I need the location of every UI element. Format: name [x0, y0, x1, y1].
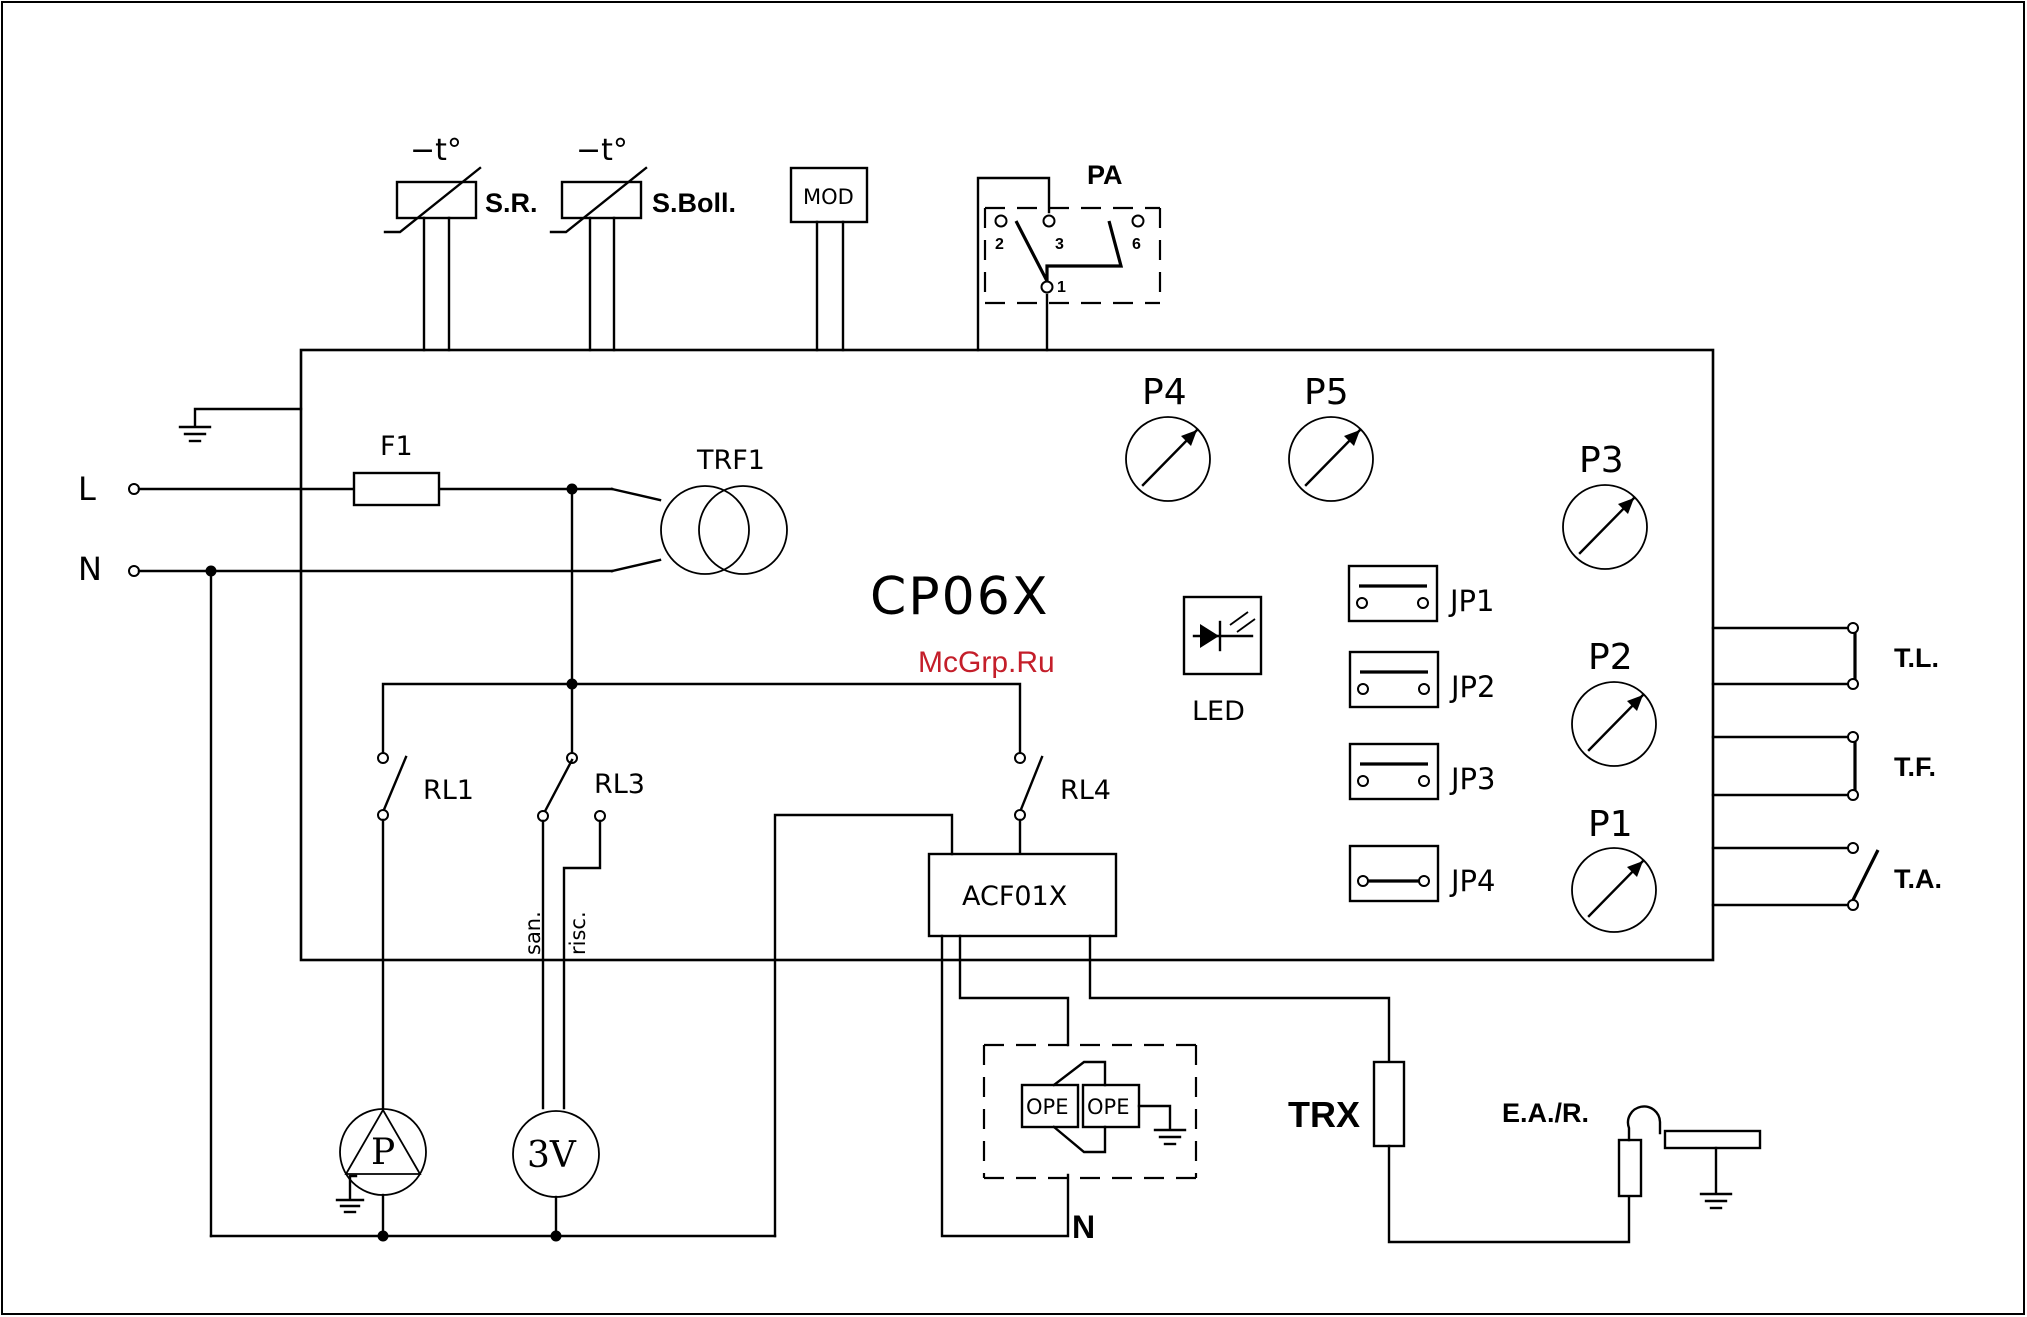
pa-terminal-6-label: 6 [1132, 236, 1141, 253]
mains-line-label: L [78, 470, 96, 508]
mains-neutral-label: N [78, 550, 102, 588]
p2-label: P2 [1588, 637, 1633, 678]
trx-symbol [1374, 1062, 1629, 1242]
sboll-sensor-symbol [551, 168, 646, 350]
sr-temp-label: −t° [410, 133, 462, 168]
sboll-temp-label: −t° [576, 133, 628, 168]
p3-label: P3 [1579, 440, 1624, 481]
jp2-label: JP2 [1449, 670, 1496, 704]
modulator-label: MOD [803, 185, 854, 209]
jp1-label: JP1 [1448, 584, 1495, 618]
electrode-label: E.A./R. [1502, 1098, 1589, 1128]
junction [551, 1231, 562, 1242]
jumper-jp1 [1349, 566, 1437, 621]
three-way-valve-label: 3V [527, 1135, 577, 1176]
ope-label-1: OPE [1026, 1095, 1068, 1119]
jumper-jp4 [1350, 846, 1438, 901]
pa-label: PA [1087, 160, 1123, 190]
pa-terminal-1 [1042, 282, 1053, 293]
sr-sensor-symbol [385, 168, 480, 350]
jumper-jp2 [1350, 652, 1438, 707]
junction [567, 679, 578, 690]
output-tf [1713, 732, 1858, 800]
board-earth [180, 409, 301, 441]
potentiometer-p4 [1126, 417, 1210, 501]
board-name: CP06X [870, 567, 1049, 627]
fuse-label: F1 [380, 431, 413, 462]
jp3-label: JP3 [1449, 762, 1496, 796]
potentiometer-p3 [1563, 485, 1647, 569]
electrode-symbol [1619, 1106, 1760, 1208]
san-label: san. [521, 911, 545, 955]
mains-n-terminal [129, 566, 139, 576]
potentiometer-p5 [1289, 417, 1373, 501]
fuse [354, 473, 439, 505]
pa-terminal-6 [1133, 216, 1144, 227]
pa-terminal-2-label: 2 [995, 236, 1004, 253]
jp4-label: JP4 [1449, 864, 1496, 898]
ignition-label: ACF01X [962, 881, 1067, 912]
mains-wiring [139, 489, 660, 1236]
junction [567, 484, 578, 495]
p5-label: P5 [1304, 372, 1349, 413]
transformer-label: TRF1 [696, 445, 765, 476]
pa-terminal-1-label: 1 [1057, 279, 1066, 296]
potentiometer-p1 [1572, 848, 1656, 932]
pump-label: P [371, 1132, 395, 1173]
relay-rl1 [378, 753, 406, 1108]
pa-terminal-3 [1044, 216, 1055, 227]
ope-label-2: OPE [1087, 1095, 1129, 1119]
junction [206, 566, 217, 577]
rl4-label: RL4 [1060, 775, 1111, 806]
pa-terminal-2 [996, 216, 1007, 227]
output-tl [1713, 623, 1858, 689]
led-label: LED [1192, 696, 1245, 727]
trx-label: TRX [1288, 1094, 1360, 1135]
risc-label: risc. [566, 911, 590, 955]
pressure-switch-symbol [978, 178, 1160, 350]
ta-label: T.A. [1894, 864, 1942, 894]
watermark: McGrp.Ru [918, 646, 1055, 679]
jumper-jp3 [1350, 744, 1438, 799]
potentiometer-p2 [1572, 682, 1656, 766]
relay-bus [383, 684, 1020, 752]
relay-rl4 [1015, 753, 1042, 854]
transformer-symbol [661, 486, 787, 574]
tf-label: T.F. [1894, 752, 1936, 782]
p4-label: P4 [1142, 372, 1187, 413]
sboll-label: S.Boll. [652, 188, 736, 218]
output-ta [1713, 843, 1878, 910]
led-symbol [1184, 597, 1261, 674]
p1-label: P1 [1588, 804, 1633, 845]
sr-label: S.R. [485, 188, 538, 218]
mains-l-terminal [129, 484, 139, 494]
rl1-label: RL1 [423, 775, 474, 806]
pa-terminal-3-label: 3 [1055, 236, 1064, 253]
rl3-label: RL3 [594, 769, 645, 800]
junction [378, 1231, 389, 1242]
tl-label: T.L. [1894, 643, 1939, 673]
neutral-bottom-label: N [1072, 1209, 1095, 1245]
